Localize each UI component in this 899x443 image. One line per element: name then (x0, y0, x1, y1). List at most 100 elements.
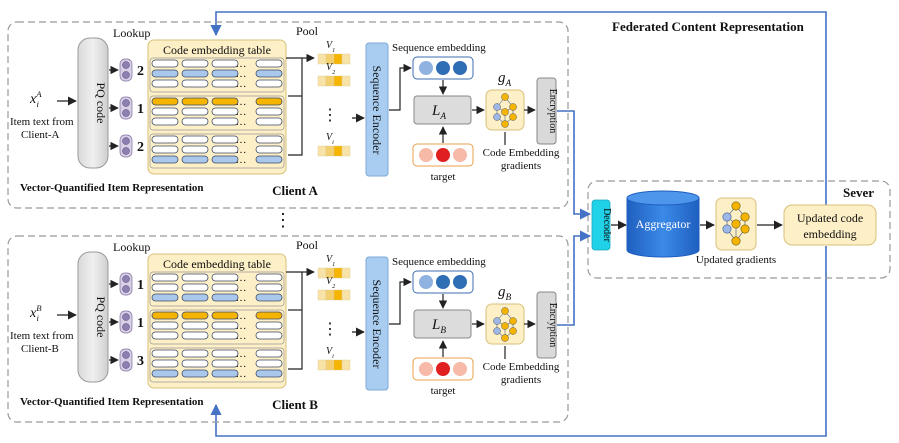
sequence-encoder-label: Sequence Encoder (370, 66, 384, 155)
pool-cell (333, 75, 343, 87)
row-ellipsis: … (236, 106, 247, 118)
table-slot (181, 359, 209, 368)
table-slot (181, 69, 209, 78)
network-node (493, 317, 501, 325)
row-ellipsis: … (236, 292, 247, 304)
table-slot (211, 145, 239, 154)
table-group (149, 95, 285, 131)
gradient-label: gA (498, 70, 512, 89)
table-slot (181, 283, 209, 292)
table-slot (181, 79, 209, 88)
table-group (149, 271, 285, 307)
table-slot (151, 135, 179, 144)
encryption-box (536, 77, 557, 145)
pool-vector-label: V1 (326, 40, 335, 54)
table-slot (211, 321, 239, 330)
target-label: target (431, 171, 456, 183)
table-group (149, 309, 285, 345)
gradient-network-icon (485, 303, 525, 345)
sequence-embedding-dot (436, 275, 450, 289)
table-slot (151, 283, 179, 292)
table-slot (151, 273, 179, 282)
row-ellipsis: … (236, 358, 247, 370)
pool-cell (325, 289, 335, 301)
sequence-embedding-dot (419, 275, 433, 289)
pool-cell (341, 359, 351, 371)
table-slot (211, 331, 239, 340)
network-node (501, 307, 509, 315)
lookup-label: Lookup (113, 240, 150, 254)
sequence-embedding-dot (419, 61, 433, 75)
table-slot (255, 273, 283, 282)
table-slot (151, 331, 179, 340)
table-slot (181, 311, 209, 320)
table-slot (255, 117, 283, 126)
pq-code-label: PQ code (94, 83, 108, 124)
sequence-embedding-dot (436, 61, 450, 75)
encryption-label: Encryption (547, 303, 558, 347)
table-slot (255, 369, 283, 378)
table-slot (181, 155, 209, 164)
pool-bracket (286, 271, 303, 370)
pool-cell (333, 53, 343, 65)
network-node (493, 103, 501, 111)
pool-cell (325, 145, 335, 157)
code-dot (122, 275, 130, 283)
loss-label: LA (431, 103, 446, 122)
server-title: Sever (843, 185, 874, 200)
table-slot (211, 107, 239, 116)
table-slot (211, 311, 239, 320)
network-node (501, 120, 509, 128)
row-ellipsis: … (236, 68, 247, 80)
code-dot (122, 323, 130, 331)
table-slot (211, 293, 239, 302)
pq-code-box (77, 251, 109, 383)
table-slot (211, 117, 239, 126)
item-text-line1: Item text from (10, 330, 74, 342)
table-slot (211, 97, 239, 106)
table-slot (181, 331, 209, 340)
network-node (501, 108, 509, 116)
row-ellipsis: … (236, 368, 247, 380)
aggregator-label: Aggregator (636, 217, 691, 231)
table-slot (151, 69, 179, 78)
table-slot (151, 349, 179, 358)
feedback-loop-lines (210, 11, 827, 437)
network-node (501, 93, 509, 101)
table-slot (181, 145, 209, 154)
client-frame (7, 235, 569, 423)
code-embedding-gradients-line2: gradients (501, 374, 541, 386)
pool-vector-label: Vi (326, 132, 334, 146)
code-embedding-gradients-line2: gradients (501, 160, 541, 172)
pool-vector-label: V1 (326, 254, 335, 268)
code-dot (122, 137, 130, 145)
table-slot (211, 283, 239, 292)
pool-cell (325, 75, 335, 87)
table-slot (255, 79, 283, 88)
table-slot (181, 273, 209, 282)
client-frame (7, 21, 569, 209)
code-index: 1 (137, 316, 144, 331)
page-title: Federated Content Representation (612, 19, 805, 34)
table-slot (211, 79, 239, 88)
table-slot (181, 321, 209, 330)
pool-cell (317, 75, 327, 87)
row-ellipsis: … (236, 154, 247, 166)
loss-box (413, 309, 472, 339)
table-slot (211, 349, 239, 358)
table-slot (211, 359, 239, 368)
encryption-box (536, 291, 557, 359)
row-ellipsis: … (236, 310, 247, 322)
item-text-line2: Client-B (21, 343, 59, 355)
code-index: 3 (137, 354, 144, 369)
pool-cell (333, 359, 343, 371)
table-slot (255, 349, 283, 358)
table-slot (181, 135, 209, 144)
code-dot (122, 285, 130, 293)
code-dot (122, 147, 130, 155)
table-slot (181, 117, 209, 126)
sequence-embedding-label: Sequence embedding (392, 256, 486, 268)
table-slot (151, 59, 179, 68)
code-dot (122, 361, 130, 369)
